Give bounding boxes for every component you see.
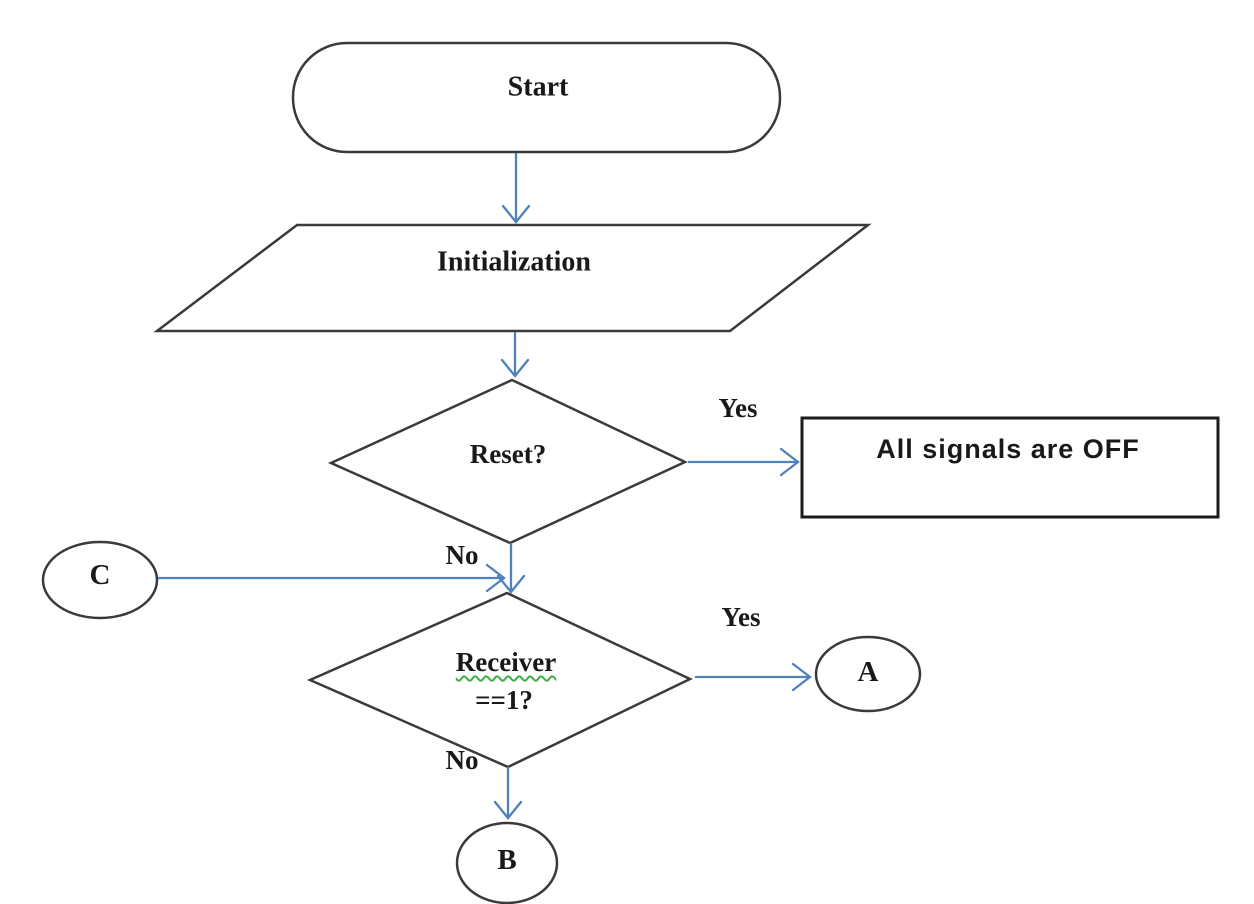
reset-decision-label: Reset? [469, 439, 547, 470]
reset-no-edge-label: No [445, 540, 479, 571]
receiver-yes-edge-label: Yes [721, 602, 761, 633]
receiver-decision-shape [306, 591, 693, 769]
connector-a-shape [814, 635, 922, 713]
all-signals-off-box-shape [800, 416, 1220, 519]
arrow-start-to-initialization [501, 153, 531, 224]
initialization-parallelogram-shape [153, 223, 872, 333]
all-signals-off-label: All signals are OFF [876, 434, 1140, 465]
receiver-no-edge-label: No [445, 745, 479, 776]
receiver-decision-label-line1: Receiver [455, 647, 557, 678]
arrow-receiver-no-to-b [493, 767, 523, 820]
arrow-reset-yes-to-box [688, 447, 800, 477]
arrow-receiver-yes-to-a [695, 662, 812, 692]
receiver-decision-label-line2: ==1? [475, 685, 533, 716]
arrow-initialization-to-reset [500, 332, 530, 378]
start-terminator-shape [291, 41, 782, 154]
connector-b-label: B [497, 844, 517, 877]
connector-c-label: C [89, 559, 111, 592]
arrow-connector-c-to-junction [158, 563, 506, 593]
connector-a-label: A [857, 656, 879, 689]
reset-yes-edge-label: Yes [718, 393, 758, 424]
connector-b-shape [455, 821, 559, 904]
connector-c-shape [41, 540, 159, 620]
arrow-reset-no-to-receiver [496, 543, 526, 594]
initialization-label: Initialization [436, 246, 592, 278]
start-label: Start [507, 71, 569, 103]
